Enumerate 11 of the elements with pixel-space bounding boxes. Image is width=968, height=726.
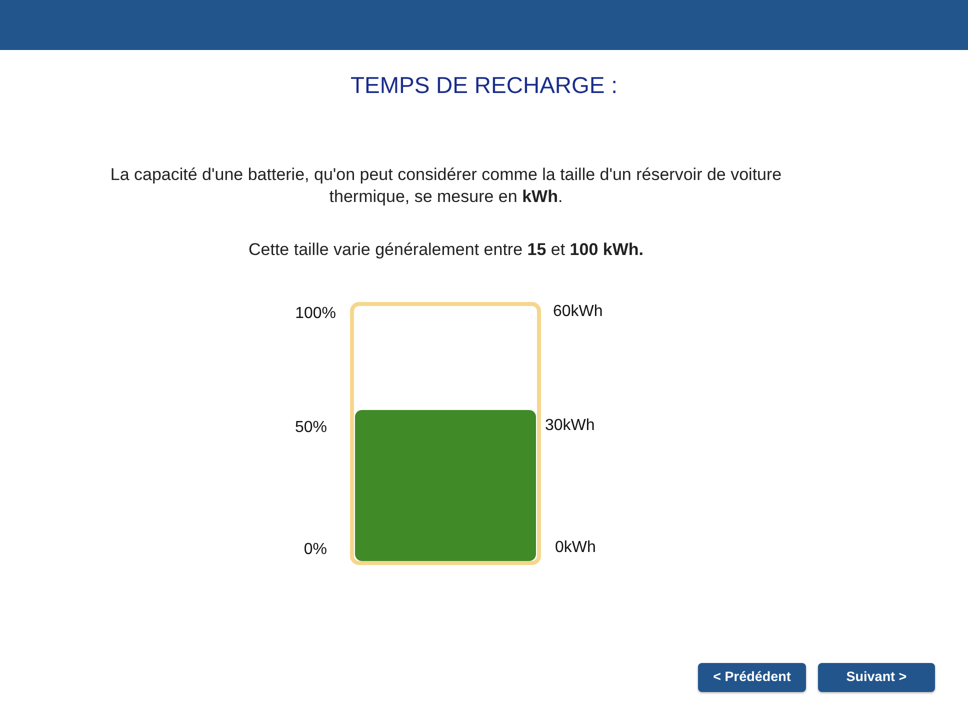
intro-paragraph: La capacité d'une batterie, qu'on peut considérer comme la taille d'un réservoir de voiture thermique, se mesure en kWh. [109, 164, 783, 208]
energy-tick-label: 30kWh [545, 416, 595, 436]
percent-tick-label: 100% [295, 305, 336, 322]
next-button: Suivant > [818, 663, 935, 692]
previous-button: < Prédédent [698, 663, 806, 692]
capacity-paragraph: Cette taille varie généralement entre 15 et 100 kWh. [248, 239, 644, 261]
energy-tick-label: 60kWh [553, 302, 603, 322]
percent-tick-label: 0% [304, 541, 327, 558]
percent-tick-label: 50% [294, 419, 327, 436]
energy-tick-label: 0kWh [555, 538, 596, 558]
page-title: TEMPS DE RECHARGE : [350, 71, 618, 99]
